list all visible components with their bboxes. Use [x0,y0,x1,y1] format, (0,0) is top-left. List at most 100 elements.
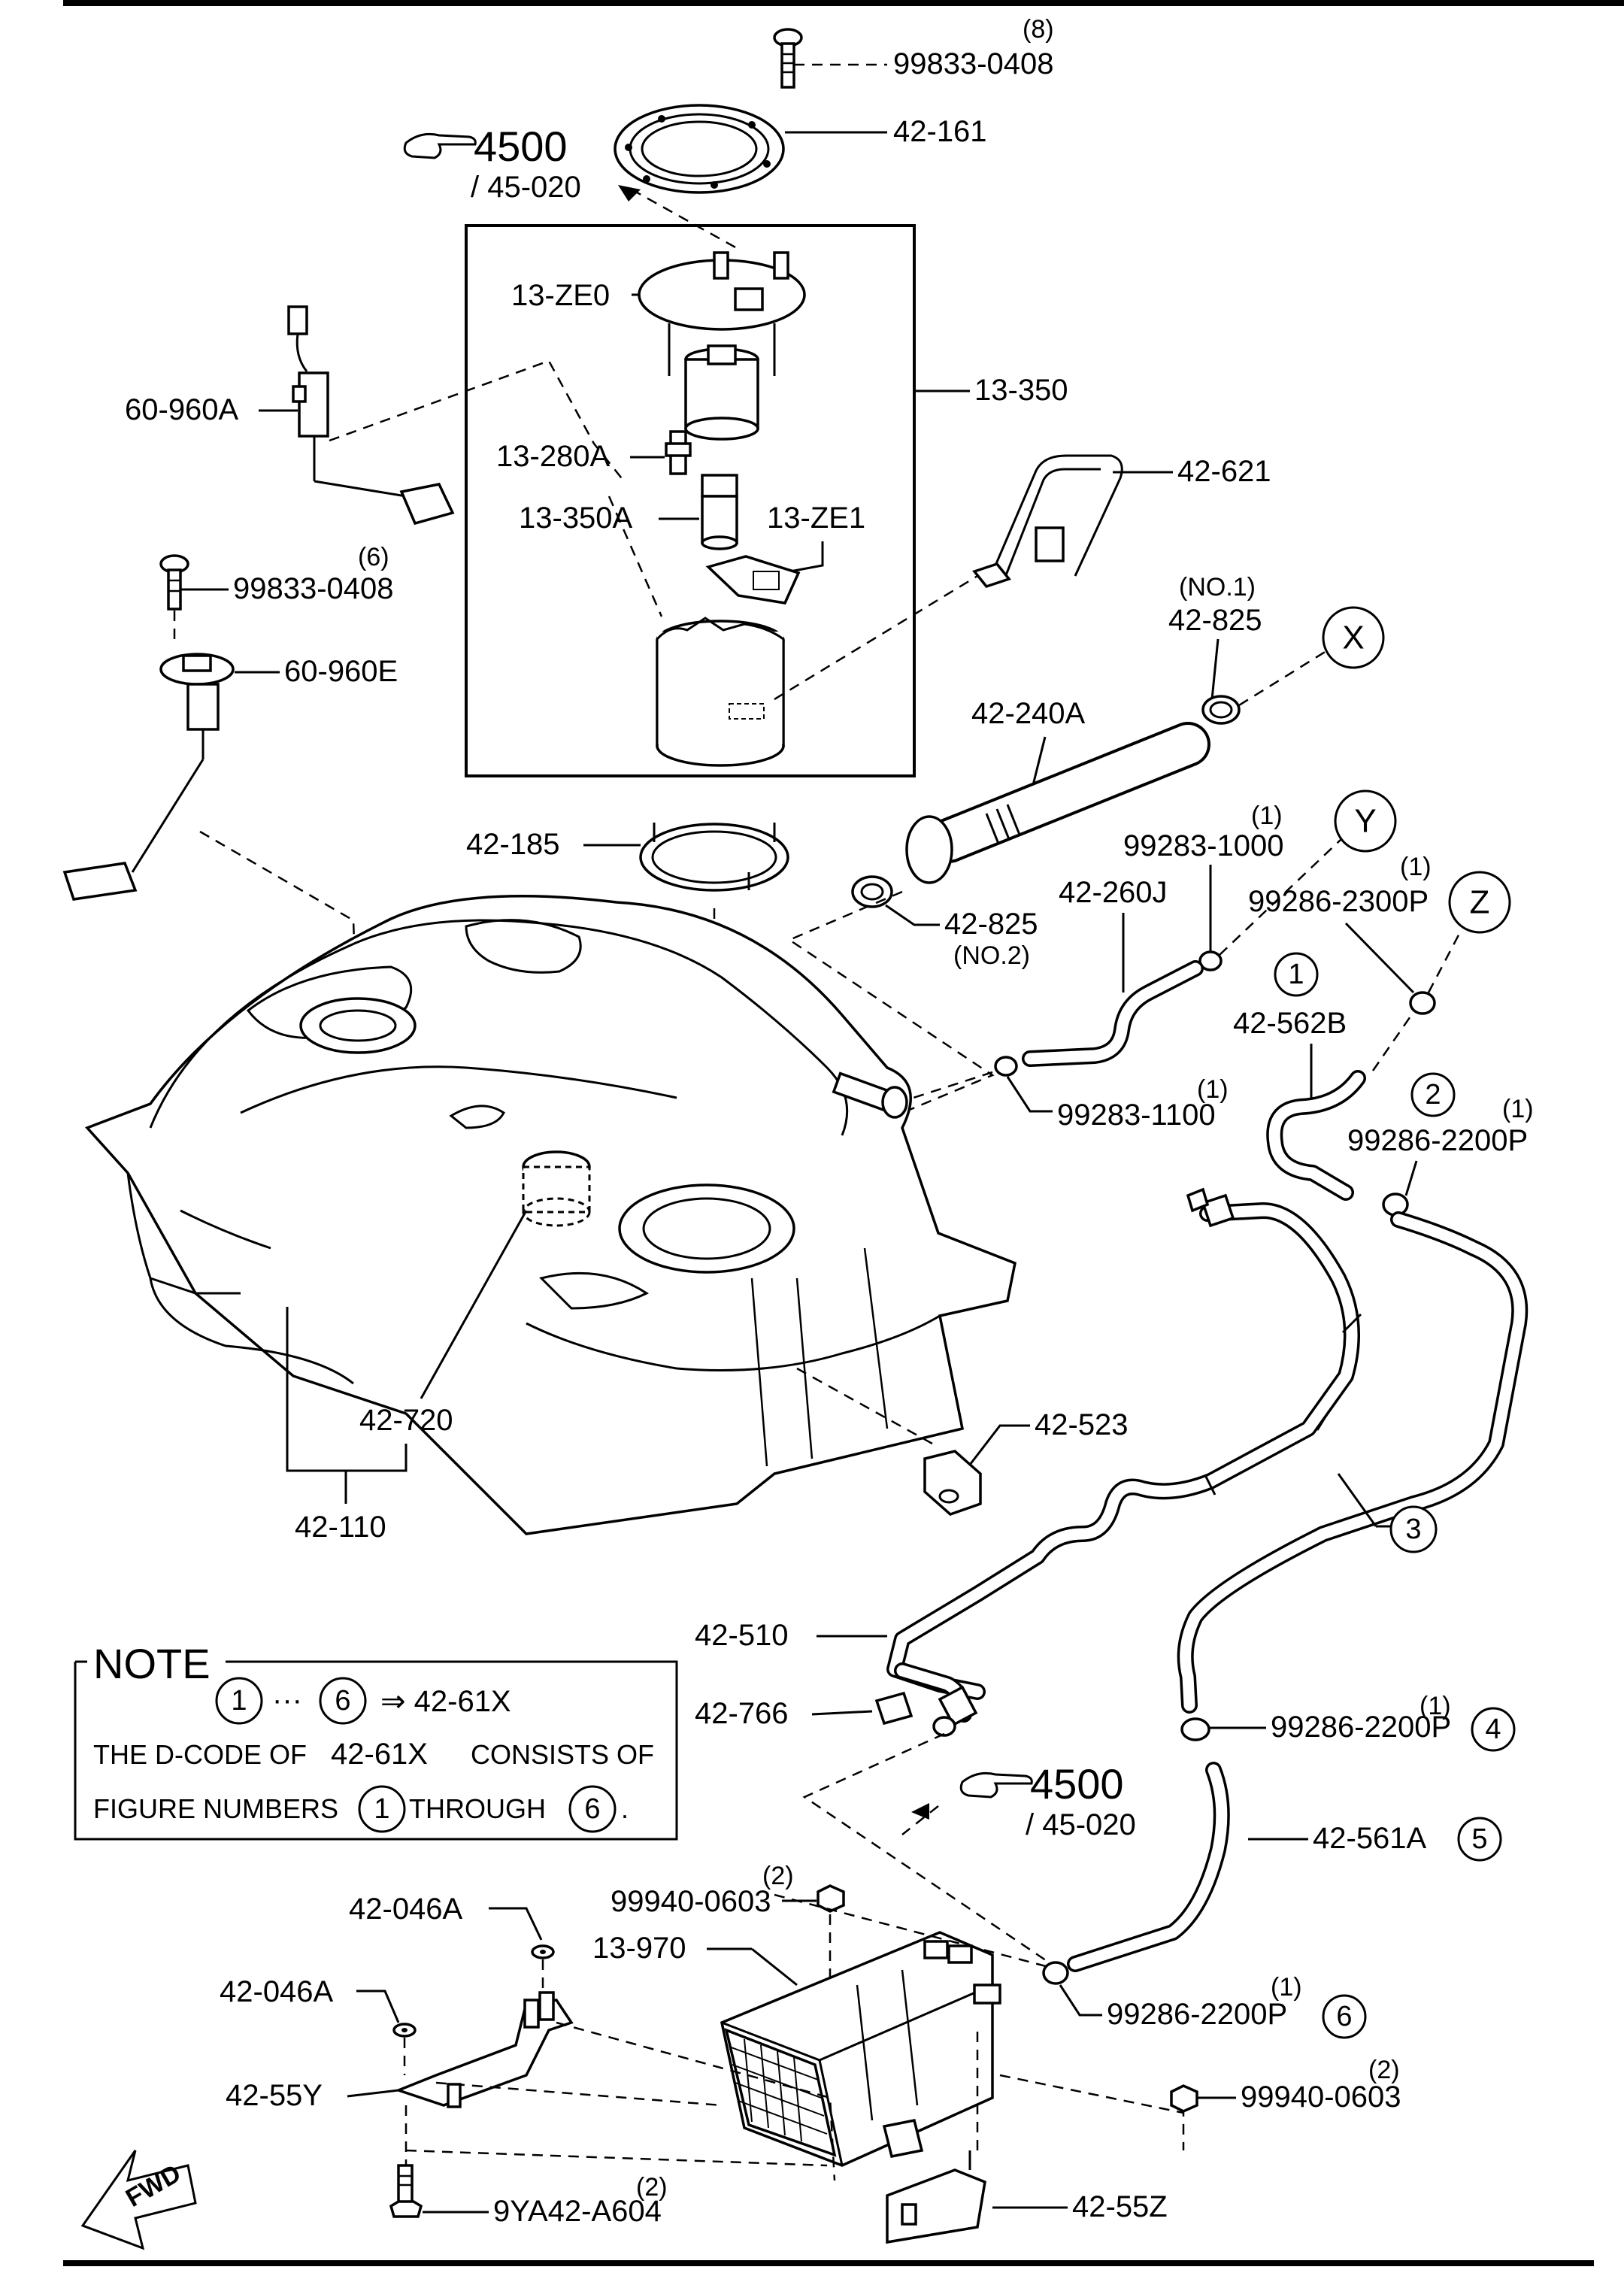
nut-99940-0603-a [817,1884,845,1913]
note-figure-6-marker [319,1677,367,1725]
label-42-161: 42-161 [893,115,987,148]
note-arrow-target: ⇒ 42-61X [380,1685,511,1718]
charcoal-canister [720,1931,1001,2167]
note-range-separator: ··· [272,1683,302,1717]
fuel-level-sender-a [287,305,455,526]
label-60-960e: 60-960E [284,655,398,688]
label-42-046a-a: 42-046A [349,1893,463,1926]
connector-z-label: Z [1470,884,1490,921]
pump-cover-plate [614,104,785,194]
bolt-top [773,28,803,89]
canister-bracket-y [394,1991,574,2108]
note-figure-1-marker [215,1677,263,1725]
vapor-hose-long [1177,1211,1529,1714]
label-13-350: 13-350 [974,374,1068,407]
note-figure-6b-marker [568,1785,617,1833]
label-42-766: 42-766 [695,1697,789,1730]
hose-clamp-no1 [1201,695,1241,725]
qty-9ya42-a604: (2) [636,2173,668,2202]
note-line3-b: THROUGH [409,1793,546,1824]
nut-99940-0603-b [1170,2084,1198,2113]
qty-99286-2200p-b: (1) [1419,1692,1451,1720]
ref-45-020-bottom: / 45-020 [1026,1808,1136,1841]
label-42-561a: 42-561A [1313,1822,1427,1855]
note-title: NOTE [93,1640,211,1687]
fuel-filter [701,474,738,550]
qty-42-825-no2: (NO.2) [953,941,1030,970]
clip-99283-1100 [994,1056,1018,1077]
hose-42-562b [1266,1070,1366,1201]
label-99283-1000: 99283-1000 [1123,829,1284,862]
label-13-350a: 13-350A [519,502,633,535]
label-42-110: 42-110 [295,1511,386,1544]
note-figure-1-label: 1 [231,1685,247,1717]
figure-number-4-marker [1471,1707,1516,1752]
figure-number-5-label: 5 [1471,1823,1487,1855]
ref-4500-top: 4500 [474,123,568,170]
qty-99940-0603-b: (2) [1368,2056,1400,2084]
qty-99283-1100: (1) [1197,1075,1229,1104]
label-42-720: 42-720 [359,1404,453,1437]
figure-number-1-label: 1 [1288,959,1304,990]
label-42-523: 42-523 [1035,1408,1129,1441]
label-9ya42-a604: 9YA42-A604 [493,2195,662,2228]
note-line3-c: . [621,1793,629,1824]
qty-99833-mid: (6) [358,543,389,571]
connector-x [1322,606,1385,669]
ref-45-020-top: / 45-020 [471,171,581,204]
label-42-621: 42-621 [1177,455,1271,488]
forward-arrow-icon: FWD [80,2150,197,2250]
note-box [74,1660,678,1841]
label-99940-0603-b: 99940-0603 [1241,2080,1401,2114]
figure-number-3-label: 3 [1405,1514,1421,1545]
clip-small-b [932,1716,956,1737]
reference-hand-icon-bottom [959,1771,1033,1799]
ref-4500-bottom: 4500 [1030,1760,1124,1808]
note-figure-1b-marker [358,1785,406,1833]
clip-99283-1000 [1198,950,1223,971]
label-42-510: 42-510 [695,1619,789,1652]
qty-99286-2200p-c: (1) [1271,1973,1302,2002]
breather-hose [1022,960,1204,1067]
clip-99286-2200p-b [1180,1717,1210,1741]
figure-number-3-marker [1389,1505,1438,1553]
connector-y [1334,789,1397,853]
fuel-level-sender-e [62,653,235,901]
washer-42-046a-a [531,1944,555,1959]
label-42-185: 42-185 [466,828,560,861]
vapor-hose-42-510 [894,1662,978,1727]
label-42-825-no2: 42-825 [944,908,1038,941]
connector-y-label: Y [1354,803,1376,840]
figure-number-6-marker [1322,1994,1367,2039]
label-13-280a: 13-280A [496,440,611,473]
label-42-260j: 42-260J [1059,876,1168,909]
qty-99283-1000: (1) [1251,802,1283,830]
label-99286-2200p-c: 99286-2200P [1107,1998,1287,2031]
reference-hand-icon [403,132,477,159]
label-60-960a: 60-960A [125,393,239,426]
label-99833-0408-top: 99833-0408 [893,47,1054,80]
label-99940-0603-a: 99940-0603 [611,1885,771,1918]
rollover-valve [522,1150,591,1227]
canister-bracket-z [886,2150,986,2244]
washer-42-046a-b [392,2023,417,2038]
label-99286-2200p-a: 99286-2200P [1347,1124,1528,1157]
note-figure-6b-label: 6 [584,1793,600,1825]
clip-99286-2200p-c [1042,1961,1069,1985]
qty-99833-top: (8) [1023,15,1054,44]
clip-99286-2300p [1409,991,1436,1015]
label-13-970: 13-970 [592,1932,686,1965]
bolt-mid [159,554,189,611]
pressure-regulator [665,430,692,475]
qty-42-825-no1: (NO.1) [1179,573,1256,602]
pump-reservoir [656,617,785,767]
fuel-pump-head [638,251,806,441]
vapor-hose-42-561a [1067,1762,1230,1972]
connector-z [1448,871,1511,934]
note-line2-c: CONSISTS OF [471,1739,654,1770]
note-figure-1b-label: 1 [374,1793,389,1825]
figure-number-2-marker [1410,1072,1456,1117]
label-42-562b: 42-562B [1233,1007,1347,1040]
tank-bumper [923,1450,982,1516]
